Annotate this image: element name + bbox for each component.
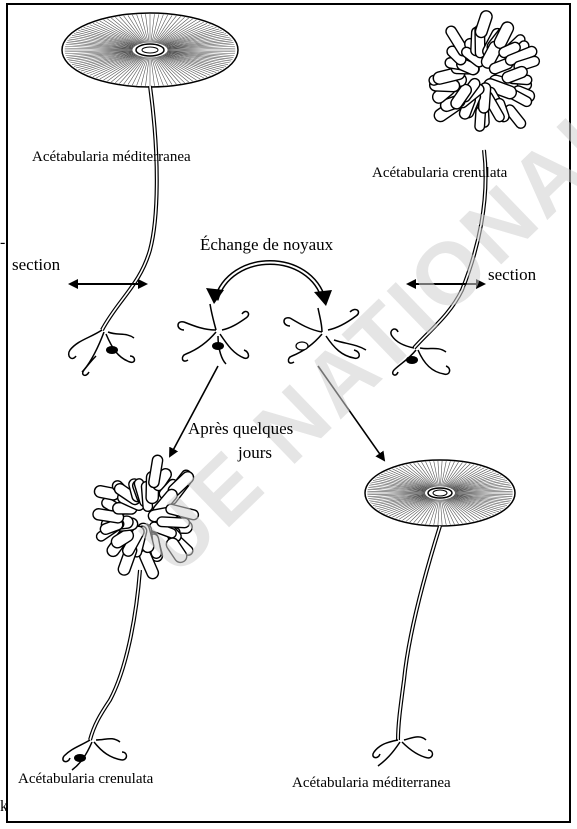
rhizoid [63, 739, 127, 770]
nucleus [74, 754, 86, 762]
label-crenulata-top: Acétabularia crenulata [372, 166, 507, 181]
branched-cap [92, 454, 199, 580]
rhizoid [69, 330, 135, 375]
disc-cap [365, 460, 515, 526]
label-section-right: section [488, 266, 536, 283]
edge-mark-bottom: k [0, 798, 8, 816]
disc-cap [62, 13, 238, 87]
label-crenulata-bottom: Acétabularia crenulata [18, 772, 153, 787]
exchange-arc [206, 263, 332, 307]
nucleus-left [212, 342, 224, 350]
arrow-to-bottom-right [318, 366, 384, 460]
label-after-days-2: jours [238, 444, 272, 461]
rhizoid [391, 329, 450, 375]
arrow-to-bottom-left [170, 366, 218, 456]
label-exchange: Échange de noyaux [200, 236, 333, 253]
nucleus-right [296, 342, 308, 350]
fragment-right [284, 308, 366, 363]
mediterranea-top-left [62, 13, 238, 375]
nucleus [406, 356, 418, 364]
label-mediterranea-top: Acétabularia méditerranea [32, 150, 191, 165]
fragment-left [178, 304, 249, 364]
stalk [398, 526, 440, 740]
crenulata-top-right [391, 9, 541, 375]
label-after-days-1: Après quelques [188, 420, 293, 437]
stalk [90, 570, 140, 740]
label-section-left: section [12, 256, 60, 273]
cap-lobe [157, 517, 190, 528]
edge-mark-left: - [0, 234, 5, 252]
branched-cap [428, 9, 541, 131]
stalk [102, 86, 157, 330]
nucleus [106, 346, 118, 354]
mediterranea-bottom-right [365, 460, 515, 766]
rhizoid [373, 737, 433, 766]
crenulata-bottom-left [63, 454, 200, 770]
label-mediterranea-bottom: Acétabularia méditerranea [292, 776, 451, 791]
